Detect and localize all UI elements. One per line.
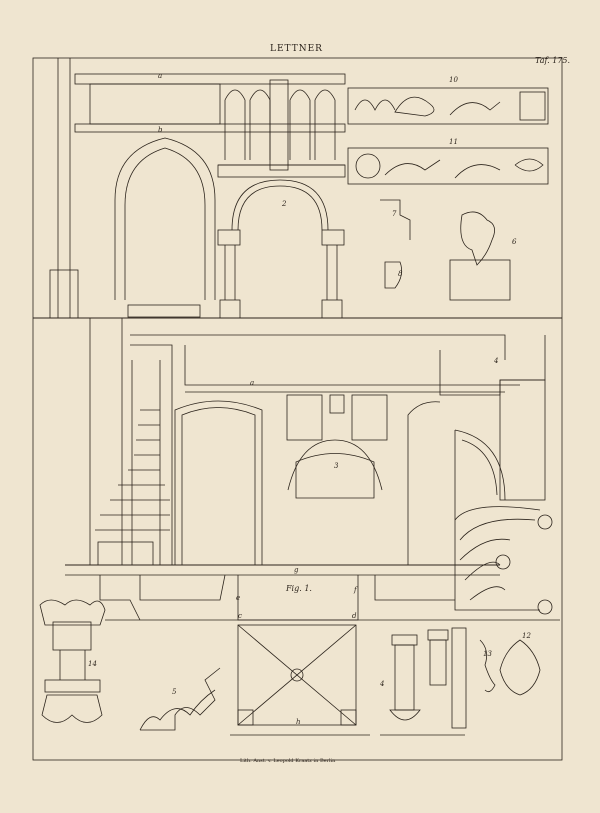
upper-screen-elevation: [49, 58, 346, 319]
plate-title: LETTNER: [270, 44, 323, 54]
plate-frame: [32, 57, 563, 761]
label-b-top: b: [158, 126, 163, 134]
label-10: 10: [449, 76, 458, 84]
label-f: f: [354, 586, 357, 594]
rosette-12: [499, 639, 541, 696]
label-g: g: [294, 566, 299, 574]
profile-5-carving: [139, 689, 216, 731]
carved-foliage-6: [460, 211, 495, 266]
lithographer-credit: Lith. Anst. v. Leopold Kraatz in Berlin: [240, 758, 336, 764]
label-2: 2: [282, 200, 287, 208]
profile-13: [479, 639, 496, 693]
label-12: 12: [522, 632, 531, 640]
profile-8: [384, 261, 403, 289]
label-5: 5: [172, 688, 177, 696]
label-h: h: [296, 718, 301, 726]
label-8: 8: [398, 270, 403, 278]
label-6: 6: [512, 238, 517, 246]
label-a-section: a: [250, 379, 255, 387]
label-13: 13: [483, 650, 492, 658]
frieze-band-10: [347, 87, 549, 125]
figure-label: Fig. 1.: [286, 584, 312, 593]
frieze-band-11: [347, 147, 549, 185]
profile-5: [140, 667, 221, 731]
plate-number: Taf. 175.: [535, 56, 571, 65]
label-4-column: 4: [380, 680, 385, 688]
label-4-section: 4: [494, 357, 499, 365]
label-c: c: [238, 612, 242, 620]
label-a-top: a: [158, 72, 163, 80]
profile-7: [380, 199, 411, 240]
column-detail-4: [380, 627, 467, 736]
label-3: 3: [334, 462, 339, 470]
label-d: d: [352, 612, 357, 620]
label-14: 14: [88, 660, 97, 668]
label-7: 7: [392, 210, 397, 218]
vault-plan: [230, 624, 370, 736]
capital-detail-14: [39, 599, 106, 723]
label-e: e: [236, 594, 241, 602]
main-section-fig1: [33, 317, 562, 621]
label-11: 11: [449, 138, 458, 146]
